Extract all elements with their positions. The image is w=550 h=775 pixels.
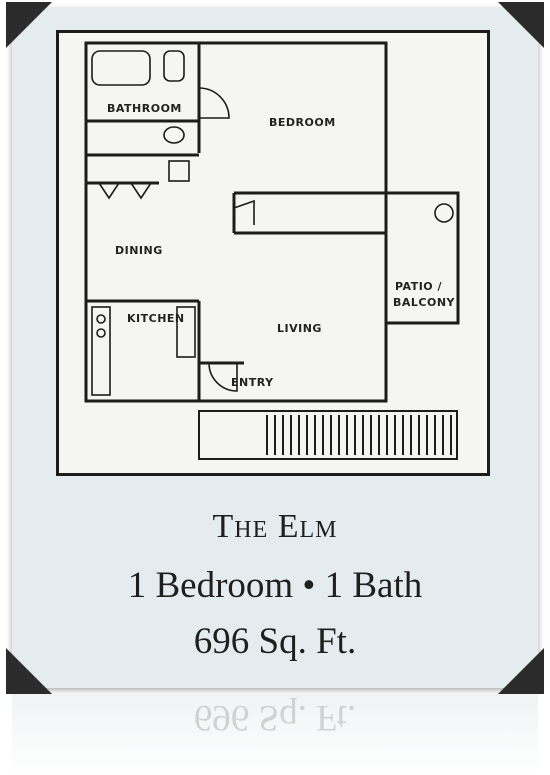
closet-door (98, 182, 152, 200)
photo-corner-icon (6, 648, 52, 694)
room-label-kitchen: KITCHEN (127, 312, 185, 325)
sink (163, 126, 185, 144)
stove-burner (96, 328, 106, 338)
photo-corner-icon (498, 2, 544, 48)
patio-fixture (434, 203, 454, 223)
room-label-living: LIVING (277, 322, 322, 335)
hall-door (233, 199, 255, 225)
patio-balcony (384, 191, 460, 325)
front-walkway (198, 410, 458, 460)
photo-corner-icon (498, 648, 544, 694)
room-label-dining: DINING (115, 244, 163, 257)
plan-name: The Elm (212, 508, 338, 545)
plan-rooms: 1 Bedroom • 1 Bath (127, 565, 423, 606)
kitchen-counter (91, 306, 111, 396)
bathtub (91, 50, 151, 86)
photo-corner-icon (6, 2, 52, 48)
fridge (176, 306, 196, 358)
entry-door-swing (208, 362, 238, 392)
door-swing (198, 87, 230, 119)
outer-wall (84, 41, 388, 403)
water-heater (168, 160, 190, 182)
stove-burner (96, 314, 106, 324)
reflection-text: 696 Sq. Ft. (193, 697, 357, 738)
room-label-bathroom: BATHROOM (107, 102, 182, 115)
room-label-patio: PATIO / (395, 280, 443, 293)
toilet (163, 50, 185, 82)
floorplan-card: BATHROOM BEDROOM DINING KITCHEN LIVING E… (12, 8, 538, 688)
room-label-entry: ENTRY (231, 376, 274, 389)
room-label-bedroom: BEDROOM (269, 116, 336, 129)
room-label-balcony: BALCONY (393, 296, 456, 309)
floorplan-drawing (84, 41, 460, 460)
floorplan-frame: BATHROOM BEDROOM DINING KITCHEN LIVING E… (56, 30, 490, 476)
card-reflection: 696 Sq. Ft. (12, 694, 538, 775)
plan-area: 696 Sq. Ft. (193, 621, 357, 662)
